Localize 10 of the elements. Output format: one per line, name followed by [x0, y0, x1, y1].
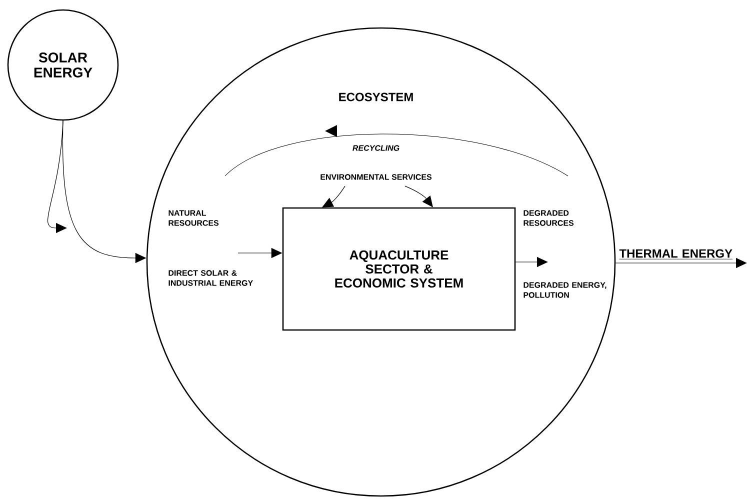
- flow-label: DEGRADED ENERGY, POLLUTION: [524, 282, 606, 298]
- arrow: [322, 186, 346, 208]
- flow-label: DEGRADED RESOURCES: [524, 210, 574, 226]
- edge-label: THERMAL ENERGY: [619, 249, 733, 260]
- flow-label: NATURAL RESOURCES: [168, 210, 219, 226]
- flow-label: RECYCLING: [352, 145, 400, 151]
- sector-box: AQUACULTURE SECTOR & ECONOMIC SYSTEM: [282, 207, 516, 331]
- flow-label: DIRECT SOLAR & INDUSTRIAL ENERGY: [168, 270, 253, 286]
- arrow: [404, 186, 433, 208]
- services-text: ENVIRONMENTAL SERVICES: [320, 174, 432, 180]
